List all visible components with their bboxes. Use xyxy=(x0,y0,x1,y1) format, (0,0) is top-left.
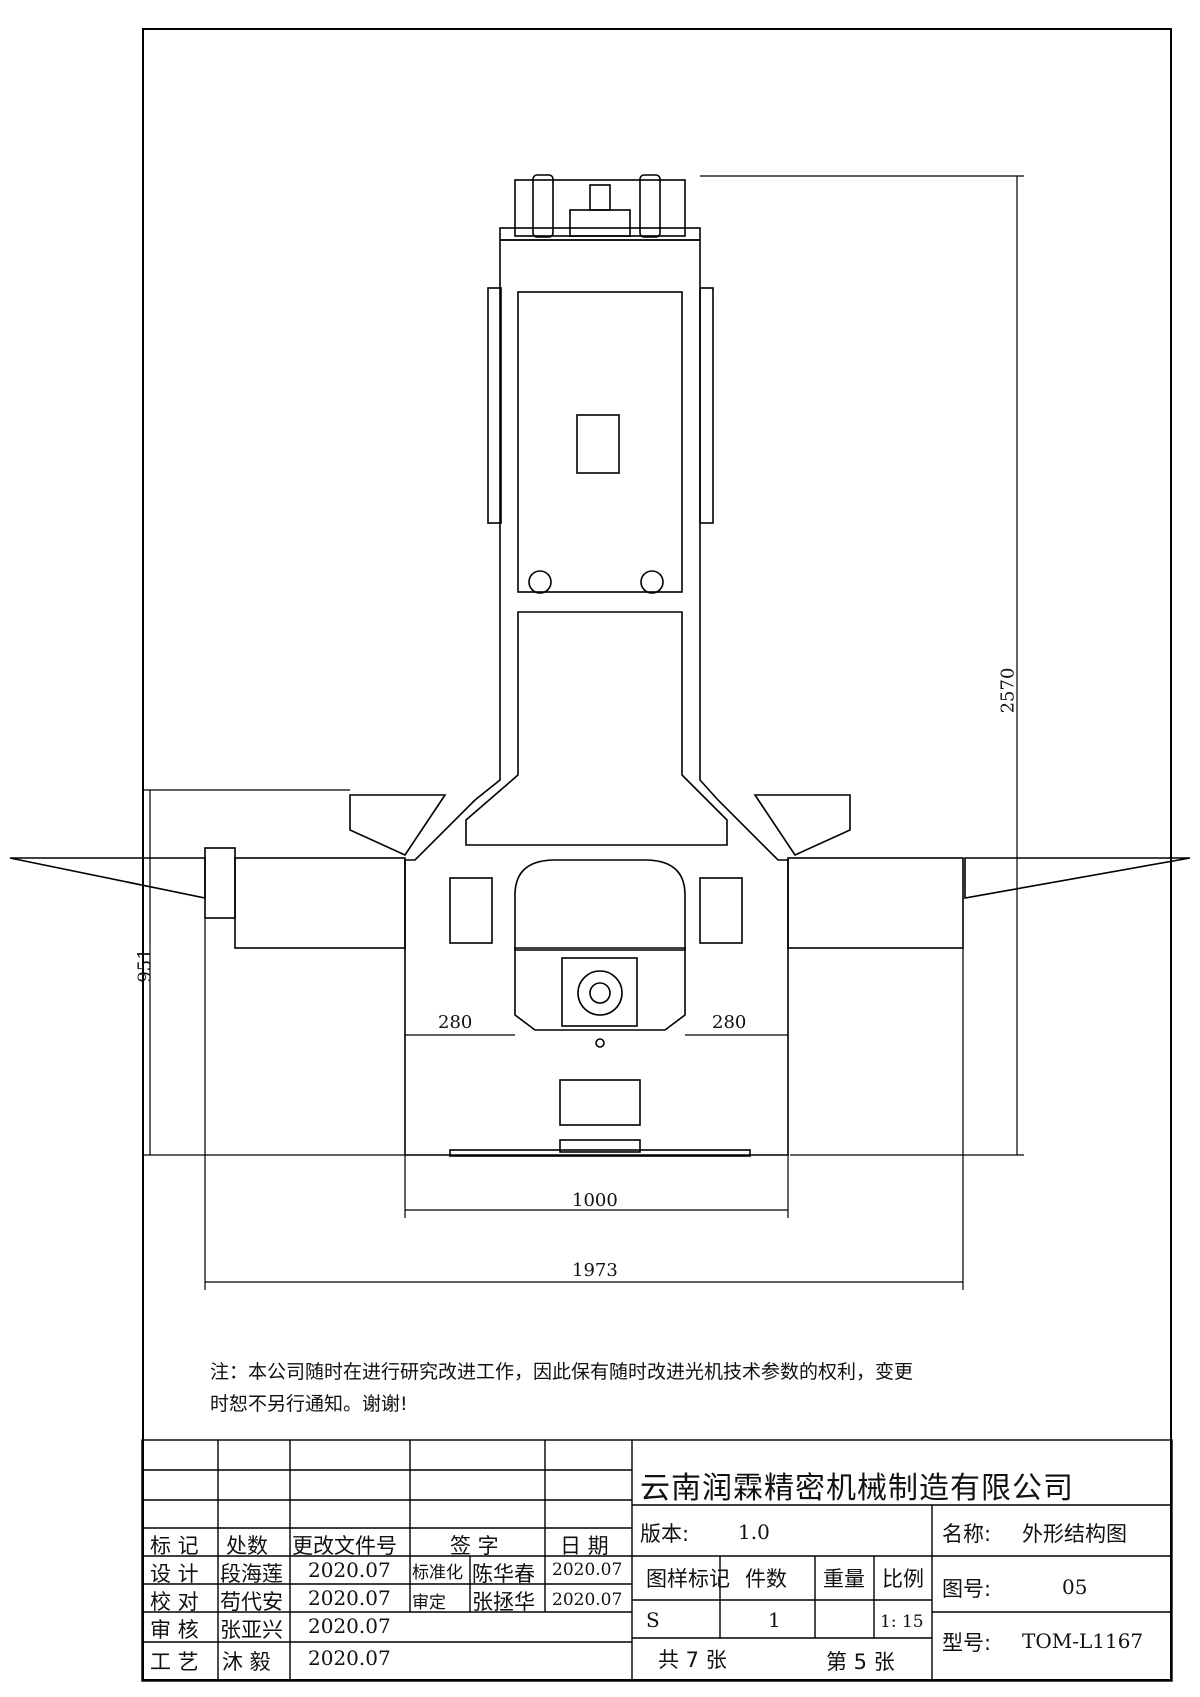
drawing-no-value: 05 xyxy=(1062,1575,1088,1599)
qty-value: 1 xyxy=(768,1608,781,1632)
version-value: 1.0 xyxy=(738,1520,770,1544)
dimension-left-offset: 280 xyxy=(438,1012,473,1033)
dimension-overall-width: 1973 xyxy=(572,1260,618,1281)
left-wing xyxy=(9,857,206,899)
role-check: 校 对 xyxy=(150,1590,199,1614)
role-review: 审 核 xyxy=(150,1618,199,1642)
date-check: 2020.07 xyxy=(308,1586,391,1610)
scale-value: 1: 15 xyxy=(880,1612,924,1632)
date-process: 2020.07 xyxy=(308,1646,391,1670)
sample-mark-header: 图样标记 xyxy=(646,1567,730,1591)
saddle-arch xyxy=(514,859,686,951)
drawing-no-label: 图号: xyxy=(942,1577,992,1601)
header-sign: 签 字 xyxy=(450,1534,499,1558)
name-review: 张亚兴 xyxy=(220,1618,283,1642)
left-bracket xyxy=(349,794,447,857)
date-standard: 2020.07 xyxy=(552,1560,623,1580)
version-label: 版本: xyxy=(640,1522,690,1546)
role-design: 设 计 xyxy=(150,1562,199,1586)
note-line-2: 时恕不另行通知。谢谢! xyxy=(210,1393,408,1415)
date-design: 2020.07 xyxy=(308,1558,391,1582)
left-table xyxy=(234,857,406,949)
right-bracket xyxy=(753,794,851,857)
name-design: 段海莲 xyxy=(220,1562,283,1586)
header-doc: 更改文件号 xyxy=(292,1534,397,1558)
name-value: 外形结构图 xyxy=(1022,1522,1127,1546)
revision-note: 注：本公司随时在进行研究改进工作，因此保有随时改进光机技术参数的权利，变更 时恕… xyxy=(210,1356,1110,1420)
dimension-right-offset: 280 xyxy=(712,1012,747,1033)
header-mark: 标 记 xyxy=(150,1534,199,1558)
model-label: 型号: xyxy=(942,1631,992,1655)
role-standard: 标准化 xyxy=(412,1563,463,1583)
dimension-total-height: 2570 xyxy=(997,667,1019,714)
name-check: 苟代安 xyxy=(220,1590,283,1614)
spindle-flange xyxy=(561,957,638,1027)
right-table xyxy=(787,857,964,949)
spindle-housing xyxy=(514,947,686,1031)
drawing-frame xyxy=(142,28,1172,1681)
dimension-left-height: 951 xyxy=(134,948,156,983)
note-line-1: 注：本公司随时在进行研究改进工作，因此保有随时改进光机技术参数的权利，变更 xyxy=(210,1361,914,1383)
header-count: 处数 xyxy=(226,1534,268,1558)
total-sheets: 共 7 张 xyxy=(658,1648,727,1672)
weight-header: 重量 xyxy=(823,1567,865,1591)
top-roller-left xyxy=(532,174,554,238)
top-roller-right xyxy=(639,174,661,238)
model-value: TOM-L1167 xyxy=(1022,1629,1144,1653)
name-approve: 张拯华 xyxy=(472,1590,535,1614)
sheet-number: 第 5 张 xyxy=(826,1650,895,1674)
company-name: 云南润霖精密机械制造有限公司 xyxy=(640,1471,1074,1506)
lower-panel xyxy=(465,611,728,846)
qty-header: 件数 xyxy=(745,1567,787,1591)
header-date: 日 期 xyxy=(560,1534,609,1558)
name-standard: 陈华春 xyxy=(472,1562,535,1586)
upper-panel xyxy=(517,291,683,593)
role-process: 工 艺 xyxy=(150,1650,199,1674)
date-review: 2020.07 xyxy=(308,1614,391,1638)
date-approve: 2020.07 xyxy=(552,1590,623,1610)
role-approve: 审定 xyxy=(412,1593,446,1613)
right-wing xyxy=(964,857,1191,899)
sample-mark-value: S xyxy=(646,1608,660,1632)
name-label: 名称: xyxy=(942,1522,992,1546)
name-process: 沐 毅 xyxy=(222,1650,271,1674)
dimension-base-width: 1000 xyxy=(572,1190,618,1211)
scale-header: 比例 xyxy=(882,1567,924,1591)
